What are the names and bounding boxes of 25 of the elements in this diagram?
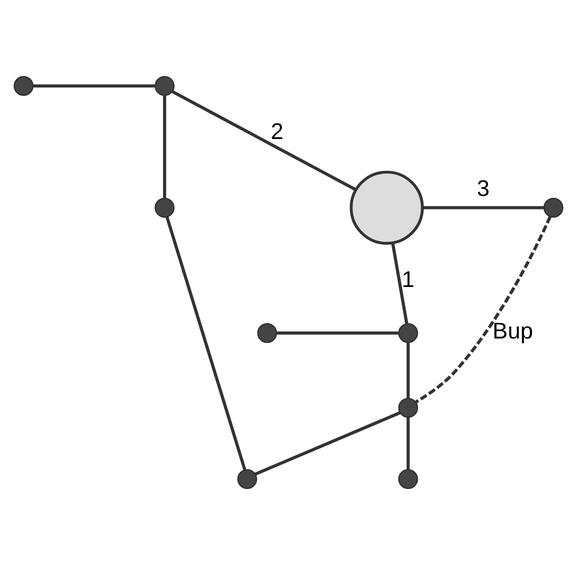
connector [172, 90, 356, 190]
node-circle [154, 197, 175, 218]
connector [406, 342, 410, 398]
connector [32, 84, 155, 88]
connector [276, 331, 398, 334]
node-circle [398, 397, 418, 418]
connector [406, 416, 410, 469]
node-circle [398, 322, 418, 343]
node-circle [257, 322, 278, 343]
edge-label: 2 [270, 118, 284, 144]
connector [415, 216, 552, 403]
node-circle [154, 75, 175, 96]
node-circle [350, 170, 424, 244]
connector [165, 216, 246, 470]
node-circle [237, 468, 258, 489]
connector [163, 95, 166, 198]
connector [254, 410, 401, 476]
connector [391, 242, 408, 324]
connector [422, 206, 544, 209]
node-circle [398, 468, 418, 489]
node-circle [14, 75, 34, 96]
edge-label: 3 [476, 174, 490, 201]
edge-label: Bup [492, 316, 534, 343]
edge-label: 1 [402, 266, 414, 292]
node-circle [543, 197, 564, 218]
